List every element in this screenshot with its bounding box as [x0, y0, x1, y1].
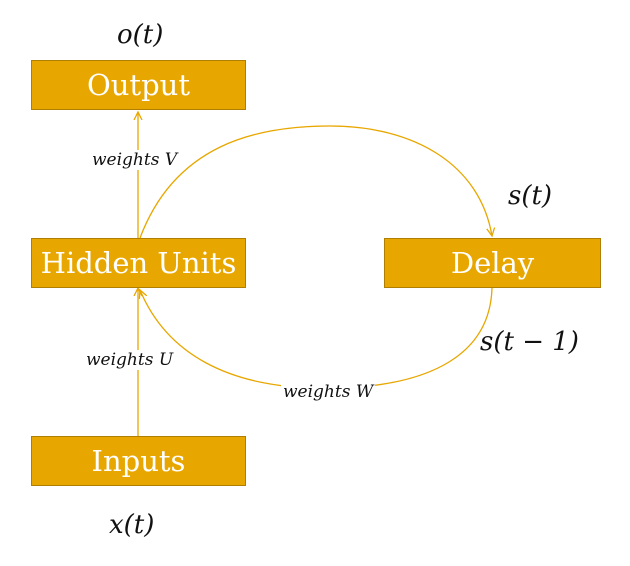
input-signal-label: x(t) [109, 510, 155, 540]
weights-w-label: weights W [281, 382, 376, 402]
hidden-units-node: Hidden Units [31, 238, 246, 288]
weights-u-label: weights U [84, 350, 176, 370]
arrow-delay-to-hidden [140, 287, 493, 389]
arrow-hidden-to-delay [139, 125, 492, 239]
output-signal-label: o(t) [117, 20, 164, 50]
state-signal-label: s(t) [508, 181, 553, 211]
previous-state-signal-label: s(t − 1) [480, 327, 579, 357]
delay-node: Delay [384, 238, 601, 288]
inputs-node: Inputs [31, 436, 246, 486]
output-node: Output [31, 60, 246, 110]
weights-v-label: weights V [90, 150, 180, 170]
